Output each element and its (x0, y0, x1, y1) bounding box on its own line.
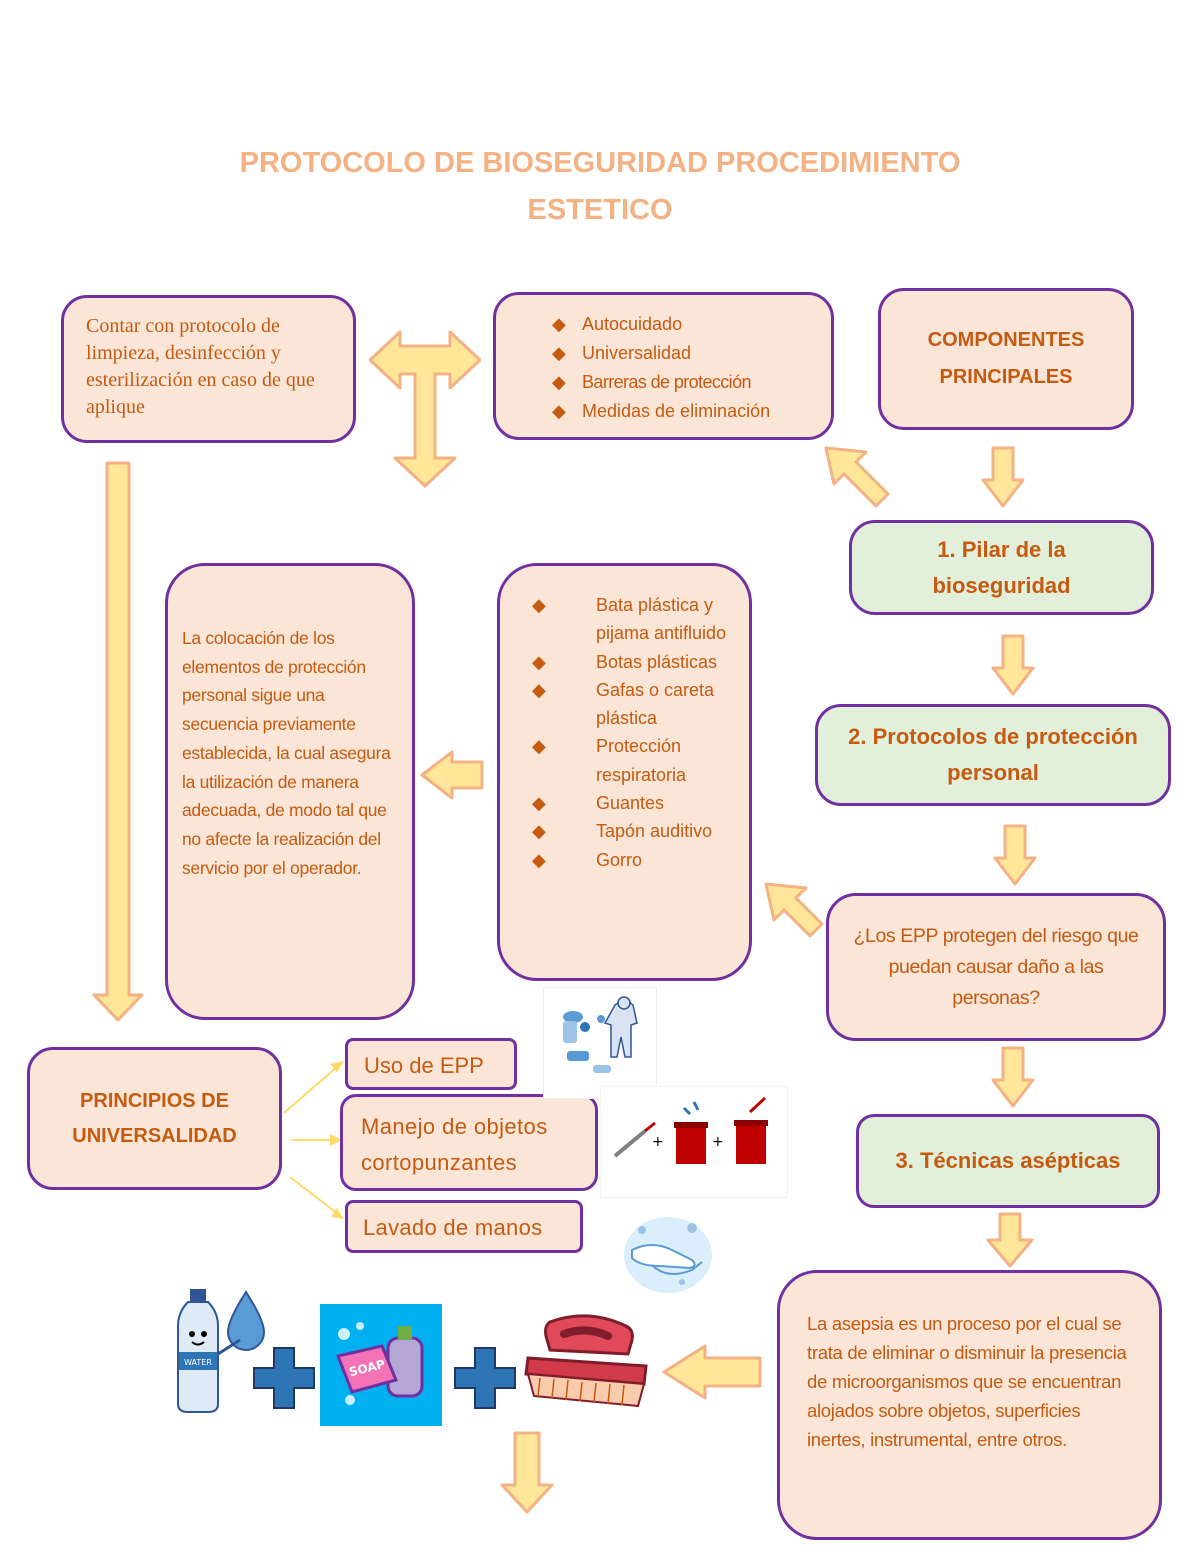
water-bottle-icon: WATER (177, 1289, 266, 1413)
diamond-bullet-icon: ◆ (532, 651, 546, 672)
list-item: ◆Tapón auditivo (532, 817, 729, 845)
pregunta-epp-text: ¿Los EPP protegen del riesgo que puedan … (853, 924, 1139, 1009)
t-double-arrow (368, 330, 482, 488)
diamond-bullet-icon: ◆ (532, 595, 546, 615)
water-label: WATER (184, 1358, 212, 1367)
pilares-list-box: ◆Autocuidado ◆Universalidad ◆Barreras de… (493, 292, 834, 440)
diagram-title: PROTOCOLO DE BIOSEGURIDAD PROCEDIMIENTO … (150, 140, 1050, 234)
connector-lavado (289, 1176, 339, 1215)
ppe-equipment-icon (543, 987, 657, 1099)
down-arrow-pilar (991, 634, 1035, 696)
secuencia-text: La colocación de los elementos de protec… (182, 628, 391, 878)
protocolos-proteccion-text: 2. Protocolos de protección personal (848, 724, 1138, 785)
list-item: ◆Protección respiratoria (532, 732, 729, 789)
asepsia-box: La asepsia es un proceso por el cual se … (777, 1270, 1162, 1540)
epp-list: ◆Bata plástica y pijama antifluido ◆Bota… (532, 591, 729, 874)
diamond-bullet-icon: ◆ (532, 849, 546, 870)
protocolo-limpieza-text: Contar con protocolo de limpieza, desinf… (86, 315, 315, 418)
diamond-bullet-icon: ◆ (552, 372, 566, 392)
protocolo-limpieza-box: Contar con protocolo de limpieza, desinf… (61, 295, 356, 443)
principios-box: PRINCIPIOS DE UNIVERSALIDAD (27, 1047, 282, 1190)
plus-icon (253, 1347, 315, 1409)
list-item: ◆Gorro (532, 846, 729, 874)
list-item: ◆Medidas de eliminación (548, 397, 821, 426)
scrub-brush-icon (524, 1314, 648, 1408)
long-down-arrow (92, 461, 144, 1022)
connector-uso-epp (283, 1065, 339, 1114)
principios-text: PRINCIPIOS DE UNIVERSALIDAD (72, 1089, 237, 1147)
list-item: ◆Gafas o careta plástica (532, 676, 729, 733)
list-item: ◆Universalidad (548, 339, 821, 368)
diamond-bullet-icon: ◆ (532, 793, 546, 814)
title-line-1: PROTOCOLO DE BIOSEGURIDAD PROCEDIMIENTO (239, 147, 961, 179)
sharps-disposal-icon: + + (600, 1086, 788, 1198)
list-item: ◆Autocuidado (548, 310, 821, 339)
pilar-box: 1. Pilar de la bioseguridad (849, 520, 1154, 615)
list-item: ◆Barreras de protección (548, 368, 821, 397)
title-line-2: ESTETICO (527, 194, 673, 226)
handwashing-icon (624, 1217, 712, 1293)
lavado-manos-box: Lavado de manos (345, 1200, 583, 1253)
svg-text:+: + (712, 1134, 724, 1150)
protocolos-proteccion-box: 2. Protocolos de protección personal (815, 704, 1171, 806)
pilar-text: 1. Pilar de la bioseguridad (932, 536, 1071, 598)
componentes-box: COMPONENTES PRINCIPALES (878, 288, 1134, 430)
down-arrow-componentes (981, 446, 1025, 508)
left-arrow-asepsia (662, 1344, 762, 1400)
pregunta-epp-box: ¿Los EPP protegen del riesgo que puedan … (826, 893, 1166, 1041)
diagonal-arrow-pilares (824, 446, 890, 508)
list-item: ◆Guantes (532, 789, 729, 817)
diamond-bullet-icon: ◆ (532, 736, 546, 757)
componentes-text: COMPONENTES PRINCIPALES (927, 329, 1085, 388)
list-item: ◆Bata plástica y pijama antifluido (532, 591, 729, 648)
svg-text:+: + (652, 1134, 664, 1150)
lavado-manos-text: Lavado de manos (363, 1215, 543, 1240)
down-arrow-tecnicas (986, 1212, 1034, 1268)
list-item: ◆Botas plásticas (532, 648, 729, 676)
uso-epp-text: Uso de EPP (364, 1053, 484, 1078)
pilares-list: ◆Autocuidado ◆Universalidad ◆Barreras de… (548, 310, 821, 426)
diamond-bullet-icon: ◆ (532, 679, 546, 700)
manejo-objetos-text: Manejo de objetos cortopunzantes (361, 1114, 548, 1175)
diamond-bullet-icon: ◆ (552, 401, 566, 421)
down-arrow-protocolos (993, 824, 1037, 886)
diamond-bullet-icon: ◆ (532, 821, 546, 842)
plus-icon (454, 1347, 516, 1409)
diamond-bullet-icon: ◆ (552, 343, 566, 363)
tecnicas-box: 3. Técnicas asépticas (856, 1114, 1160, 1208)
tecnicas-text: 3. Técnicas asépticas (895, 1148, 1121, 1173)
soap-icon: SOAP (320, 1304, 442, 1426)
manejo-objetos-box: Manejo de objetos cortopunzantes (340, 1094, 598, 1191)
left-arrow-secuencia (420, 750, 484, 800)
down-arrow-pregunta (991, 1046, 1035, 1108)
asepsia-text: La asepsia es un proceso por el cual se … (807, 1313, 1127, 1450)
diamond-bullet-icon: ◆ (552, 314, 566, 334)
uso-epp-box: Uso de EPP (345, 1038, 517, 1090)
bottom-down-arrow (500, 1431, 554, 1514)
diagonal-arrow-epp (764, 882, 824, 938)
secuencia-box: La colocación de los elementos de protec… (165, 563, 415, 1020)
epp-list-box: ◆Bata plástica y pijama antifluido ◆Bota… (497, 563, 752, 981)
